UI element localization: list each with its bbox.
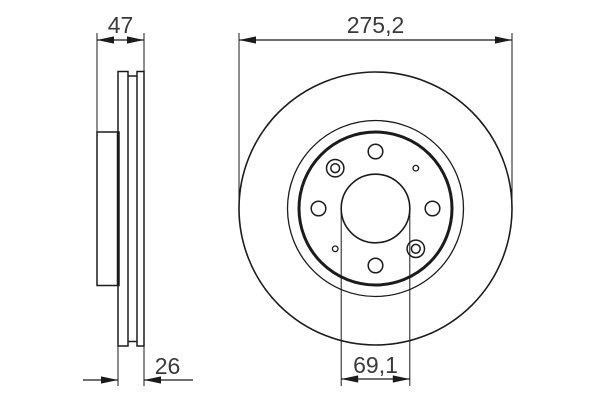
hat-circle [297,130,454,287]
arrowhead-right-icon [495,36,512,44]
countersink-outer [325,158,345,178]
dimension-overall-width: 47 [96,12,145,132]
dimension-label-overall-width: 47 [108,12,134,38]
dimension-center-bore: 69,1 [340,208,411,386]
outer-diameter-circle [238,71,513,346]
center-bore-circle [340,173,411,244]
bolt-hole-left [310,200,327,217]
arrowhead-right-icon [127,36,144,44]
countersunk-hole-lower-right [406,239,426,259]
bolt-hole-bottom [367,257,384,274]
arrowhead-left-icon [239,36,256,44]
arrowhead-right-icon [392,375,410,383]
countersink-inner [410,243,421,254]
friction-plate-inner [136,70,145,347]
dimension-label-outer-diameter: 275,2 [347,12,405,38]
friction-surface-inner-circle [286,119,465,298]
countersink-inner [330,163,341,174]
side-view: 47 26 [83,12,193,386]
front-view: 275,2 69,1 [238,12,513,386]
countersink-outer [406,239,426,259]
bolt-hole-top [367,143,384,160]
countersunk-hole-upper-left [325,158,345,178]
bolt-hole-right [424,200,441,217]
pin-hole-upper-right [412,164,420,172]
dimension-disc-thickness: 26 [83,346,193,386]
arrowhead-left-icon [341,375,359,383]
dimension-label-disc-thickness: 26 [155,353,181,379]
arrowhead-right-icon [144,376,161,384]
pin-hole-lower-left [331,245,339,253]
arrowhead-left-icon [97,36,114,44]
hat-outline [96,131,120,287]
arrowhead-left-icon [101,376,118,384]
dimension-outer-diameter: 275,2 [238,12,513,205]
dimension-label-center-bore: 69,1 [353,352,398,378]
